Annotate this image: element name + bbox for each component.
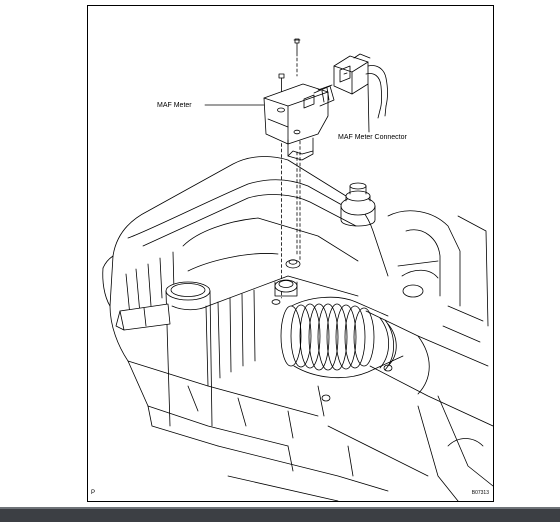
figure-code: B07313 <box>471 490 489 496</box>
diagram-frame: MAF Meter MAF Meter Connector P B07313 <box>87 5 494 502</box>
maf-meter-part <box>263 83 335 161</box>
air-cleaner-housing <box>102 156 389 447</box>
maf-meter-connector-label: MAF Meter Connector <box>338 134 407 141</box>
intake-pipe-left <box>115 281 213 427</box>
corrugated-intake-hose <box>280 296 493 427</box>
bottom-bar <box>0 509 560 522</box>
engine-illustration <box>102 38 493 501</box>
filler-cap <box>340 182 376 227</box>
engine-right-side <box>387 210 493 501</box>
upper-bolt-icon <box>293 38 301 57</box>
maf-connector-part <box>333 53 388 119</box>
bottom-divider <box>0 507 560 509</box>
maf-meter-label: MAF Meter <box>157 102 192 109</box>
lower-engine-details <box>217 385 429 501</box>
connector-leader-line <box>367 83 370 133</box>
corner-letter: P <box>91 490 96 496</box>
mounting-bosses <box>271 259 301 305</box>
